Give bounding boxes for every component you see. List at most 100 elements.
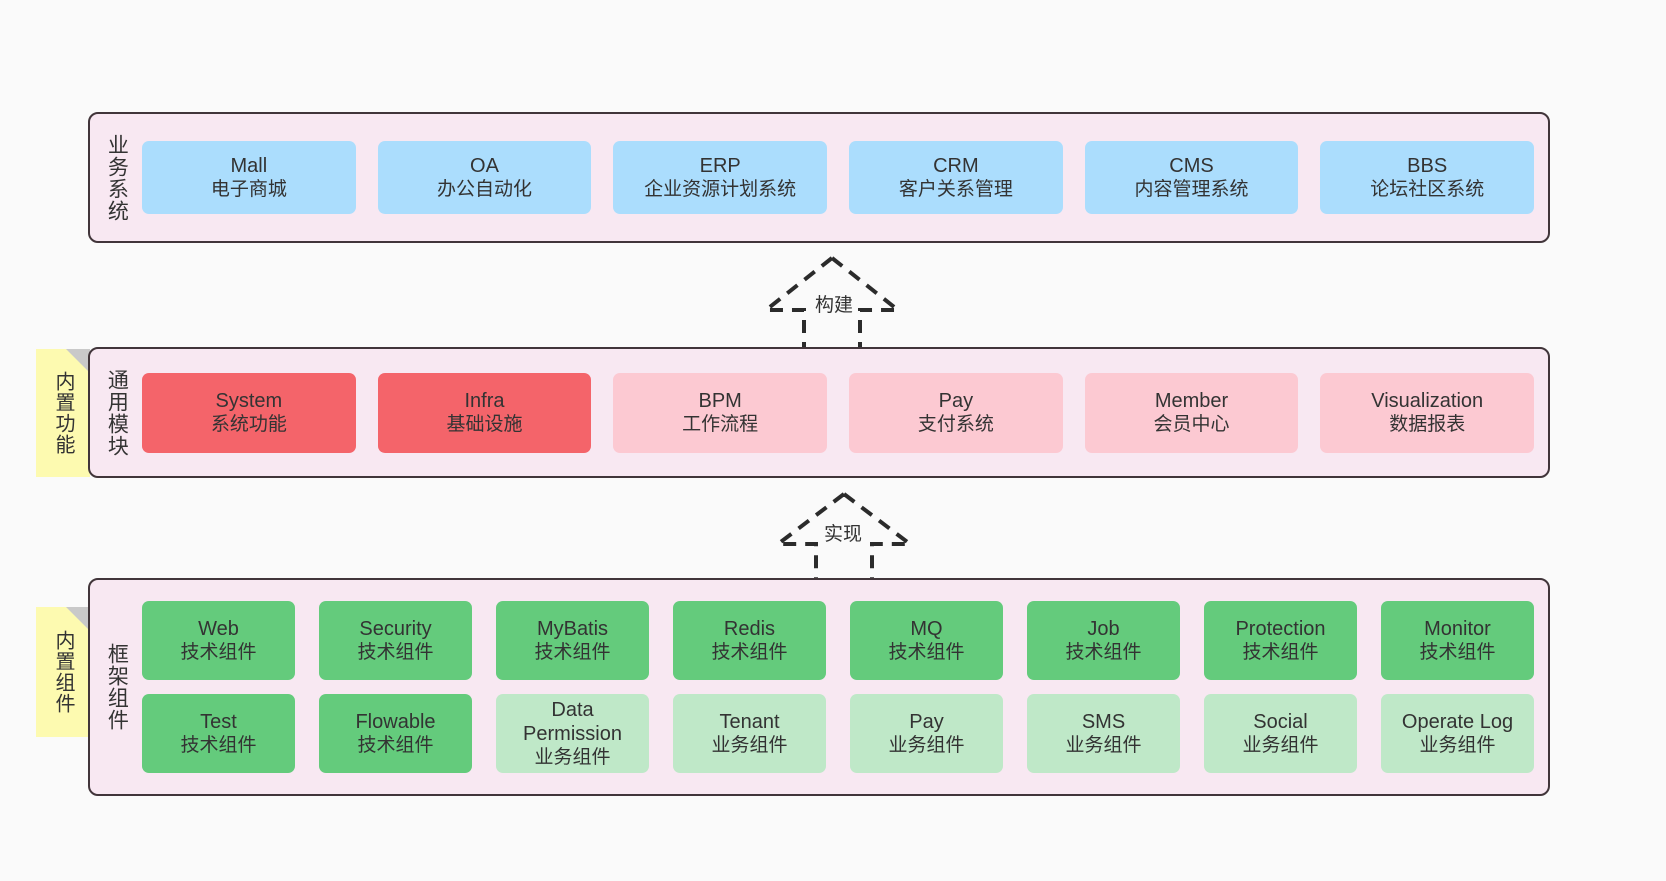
card-mybatis[interactable]: MyBatis 技术组件 [496,601,649,680]
card-title-en: BBS [1407,154,1448,177]
card-title-en: Data Permission [523,698,622,745]
card-title-cn: 技术组件 [1242,642,1319,664]
card-title-cn: 数据报表 [1389,414,1466,436]
card-title-cn: 业务组件 [1242,735,1319,757]
card-title-cn: 客户关系管理 [898,179,1013,201]
card-bpm[interactable]: BPM 工作流程 [613,372,828,453]
arrow-implement-label: 实现 [824,524,863,545]
layer-body-framework: Web 技术组件 Security 技术组件 MyBatis 技术组件 Redi… [142,580,1548,794]
card-title-cn: 业务组件 [888,735,965,757]
card-title-en: Pay [909,710,944,733]
card-title-cn: 技术组件 [357,642,434,664]
card-title-cn: 技术组件 [180,735,257,757]
card-web[interactable]: Web 技术组件 [142,601,295,680]
card-pay-business[interactable]: Pay 业务组件 [850,694,1003,773]
card-system[interactable]: System 系统功能 [142,372,356,453]
card-row: Test 技术组件 Flowable 技术组件 Data Permission … [142,694,1534,773]
card-visualization[interactable]: Visualization 数据报表 [1320,372,1535,453]
arrow-build-label: 构建 [815,295,854,316]
layer-body-business: Mall 电子商城 OA 办公自动化 ERP 企业资源计划系统 CRM 客户关系… [142,114,1548,241]
card-title-cn: 技术组件 [1065,642,1142,664]
arrow-implement [766,490,926,578]
card-security[interactable]: Security 技术组件 [319,601,472,680]
card-title-en: Protection [1235,617,1326,640]
arrow-build-svg [760,256,904,347]
card-member[interactable]: Member 会员中心 [1084,372,1299,453]
card-mall[interactable]: Mall 电子商城 [142,141,356,214]
card-sms[interactable]: SMS 业务组件 [1027,694,1180,773]
card-infra[interactable]: Infra 基础设施 [377,372,592,453]
layer-title-business: 业务系统 [105,133,129,222]
card-title-cn: 支付系统 [917,414,994,436]
card-title-en: Operate Log [1401,710,1514,733]
card-data-permission[interactable]: Data Permission 业务组件 [496,694,649,773]
card-row: Mall 电子商城 OA 办公自动化 ERP 企业资源计划系统 CRM 客户关系… [142,141,1535,214]
note-builtin-component: 内置组件 [36,607,90,737]
card-social[interactable]: Social 业务组件 [1204,694,1357,773]
card-title-en: Visualization [1371,389,1484,412]
card-title-en: Web [198,617,239,640]
card-title-en: MyBatis [536,617,609,640]
card-row: System 系统功能 Infra 基础设施 BPM 工作流程 Pay 支付系统… [142,372,1535,453]
card-protection[interactable]: Protection 技术组件 [1204,601,1357,680]
card-bbs[interactable]: BBS 论坛社区系统 [1320,141,1535,214]
card-title-en: OA [470,154,499,177]
card-title-en: MQ [910,617,943,640]
card-title-cn: 基础设施 [446,414,523,436]
card-title-cn: 业务组件 [1065,735,1142,757]
card-title-cn: 技术组件 [534,642,611,664]
note-label: 内置组件 [52,630,74,714]
card-title-cn: 企业资源计划系统 [644,179,797,201]
card-tenant[interactable]: Tenant 业务组件 [673,694,826,773]
card-redis[interactable]: Redis 技术组件 [673,601,826,680]
card-title-cn: 办公自动化 [437,179,533,201]
card-cms[interactable]: CMS 内容管理系统 [1084,141,1299,214]
card-title-en: CRM [933,154,979,177]
card-title-cn: 电子商城 [210,179,287,201]
card-title-en: System [215,389,283,412]
arrow-build [752,254,912,347]
card-oa[interactable]: OA 办公自动化 [377,141,592,214]
layer-business-system: 业务系统 Mall 电子商城 OA 办公自动化 ERP 企业资源计划系统 CRM… [88,112,1550,243]
card-title-cn: 工作流程 [682,414,759,436]
card-title-cn: 内容管理系统 [1134,179,1249,201]
card-title-en: Pay [938,389,974,412]
note-fold-corner-icon [66,607,90,631]
card-title-cn: 业务组件 [1419,735,1496,757]
card-title-en: Redis [723,617,776,640]
card-flowable[interactable]: Flowable 技术组件 [319,694,472,773]
card-operate-log[interactable]: Operate Log 业务组件 [1381,694,1534,773]
card-test[interactable]: Test 技术组件 [142,694,295,773]
card-title-en: Tenant [719,710,780,733]
layer-common-module: 通用模块 System 系统功能 Infra 基础设施 BPM 工作流程 Pay… [88,347,1550,478]
card-title-en: Security [359,617,432,640]
card-mq[interactable]: MQ 技术组件 [850,601,1003,680]
card-title-en: Job [1087,617,1120,640]
card-title-en: Member [1154,389,1229,412]
arrow-build-path [760,256,904,347]
arrow-implement-svg [772,492,916,578]
card-title-cn: 论坛社区系统 [1370,179,1485,201]
card-title-en: Mall [230,154,268,177]
layer-title-common: 通用模块 [105,368,129,457]
layer-body-common: System 系统功能 Infra 基础设施 BPM 工作流程 Pay 支付系统… [142,349,1548,476]
arrow-implement-path [772,492,916,578]
card-monitor[interactable]: Monitor 技术组件 [1381,601,1534,680]
card-title-en: Flowable [355,710,436,733]
card-title-en: SMS [1081,710,1126,733]
card-title-en: BPM [698,389,742,412]
card-title-cn: 技术组件 [180,642,257,664]
card-title-cn: 技术组件 [1419,642,1496,664]
card-erp[interactable]: ERP 企业资源计划系统 [613,141,828,214]
card-title-en: ERP [699,154,741,177]
card-job[interactable]: Job 技术组件 [1027,601,1180,680]
layer-title-framework: 框架组件 [105,643,129,731]
card-title-cn: 技术组件 [888,642,965,664]
card-crm[interactable]: CRM 客户关系管理 [849,141,1063,214]
card-pay[interactable]: Pay 支付系统 [849,372,1063,453]
card-title-cn: 系统功能 [210,414,287,436]
layer-framework-component: 框架组件 Web 技术组件 Security 技术组件 MyBatis 技术组件… [88,578,1550,796]
card-title-en: Test [200,710,237,733]
card-title-cn: 业务组件 [534,747,611,769]
card-row: Web 技术组件 Security 技术组件 MyBatis 技术组件 Redi… [142,601,1534,680]
